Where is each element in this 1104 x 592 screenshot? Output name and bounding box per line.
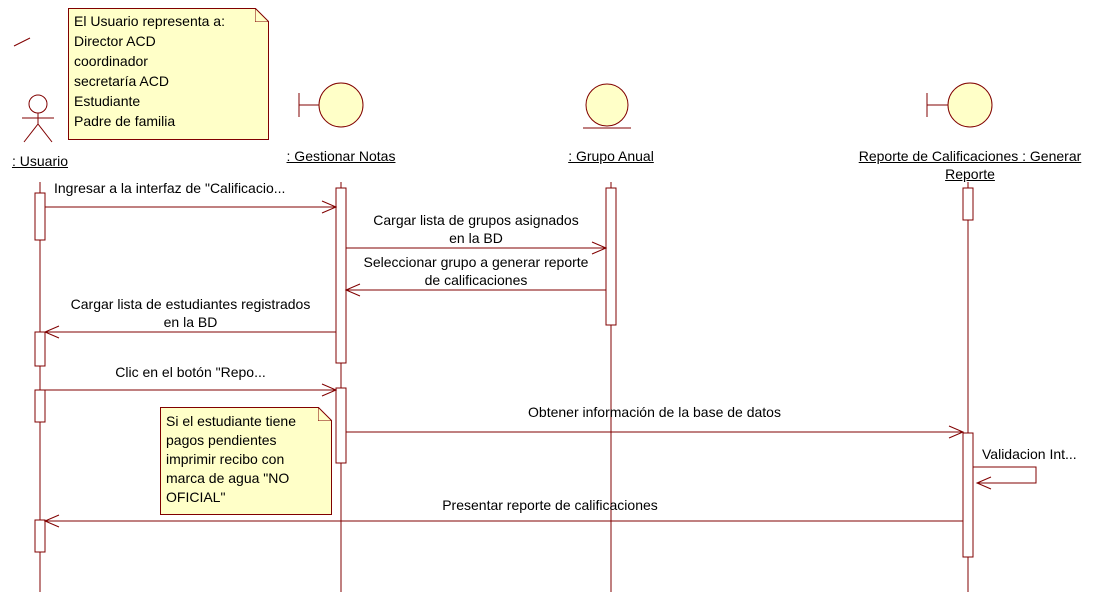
note-line: pagos pendientes — [166, 432, 277, 448]
message-label: de calificaciones — [424, 272, 528, 288]
note-line: Estudiante — [74, 93, 141, 109]
activation-box — [34, 389, 46, 423]
stray-mark — [13, 37, 31, 47]
participant-usuario[interactable]: : Usuario — [11, 153, 69, 169]
activation-box — [962, 187, 974, 221]
message-label: Cargar lista de estudiantes registrados — [70, 296, 311, 312]
arrowhead — [591, 241, 608, 255]
participant-gestionar[interactable]: : Gestionar Notas — [286, 148, 396, 164]
activation-box — [335, 387, 347, 464]
arrowhead — [975, 476, 992, 490]
note-fold-icon — [255, 8, 269, 22]
message-label: Presentar reporte de calificaciones — [442, 497, 658, 513]
note-line: secretaría ACD — [74, 73, 169, 89]
note-line: marca de agua "NO — [166, 470, 290, 486]
participant-reporte-line2[interactable]: Reporte — [945, 166, 995, 182]
message-label: Clic en el botón "Repo... — [115, 364, 266, 380]
note-line: coordinador — [74, 53, 148, 69]
message-label: Validacion Int... — [982, 446, 1077, 462]
message-label: Ingresar a la interfaz de "Calificacio..… — [54, 180, 286, 196]
actor-icon[interactable] — [22, 94, 54, 143]
arrowhead — [43, 514, 60, 528]
note-line: OFICIAL" — [166, 489, 226, 505]
boundary-icon[interactable] — [298, 82, 364, 128]
arrowhead — [948, 425, 965, 439]
note-fold-icon — [318, 407, 332, 421]
activation-box — [34, 519, 46, 553]
arrowhead — [321, 383, 338, 397]
note-line: Director ACD — [74, 33, 156, 49]
boundary-icon-reporte[interactable] — [926, 82, 993, 128]
participant-reporte[interactable]: Reporte de Calificaciones : Generar — [858, 148, 1082, 164]
note-line: El Usuario representa a: — [74, 13, 225, 29]
entity-icon[interactable] — [583, 83, 631, 129]
message-label: Seleccionar grupo a generar reporte — [363, 254, 589, 270]
note-line: Si el estudiante tiene — [166, 413, 296, 429]
self-message-arrow — [973, 466, 1037, 484]
message-label: Cargar lista de grupos asignados — [373, 212, 579, 228]
message-label: Obtener información de la base de datos — [528, 404, 781, 420]
activation-box — [34, 192, 46, 241]
message-label: en la BD — [449, 230, 503, 246]
activation-box — [34, 331, 46, 367]
arrowhead — [344, 283, 361, 297]
note-pagos: Si el estudiante tiene pagos pendientes … — [160, 407, 332, 515]
note-line: Padre de familia — [74, 113, 176, 129]
activation-box — [605, 187, 617, 326]
arrowhead — [321, 200, 338, 214]
activation-box — [962, 432, 974, 558]
activation-box — [335, 187, 347, 364]
message-label: en la BD — [163, 314, 218, 330]
note-line: imprimir recibo con — [166, 451, 285, 467]
arrowhead — [43, 325, 60, 339]
participant-grupo[interactable]: : Grupo Anual — [568, 148, 654, 164]
note-usuario: El Usuario representa a: Director ACD co… — [68, 8, 269, 140]
